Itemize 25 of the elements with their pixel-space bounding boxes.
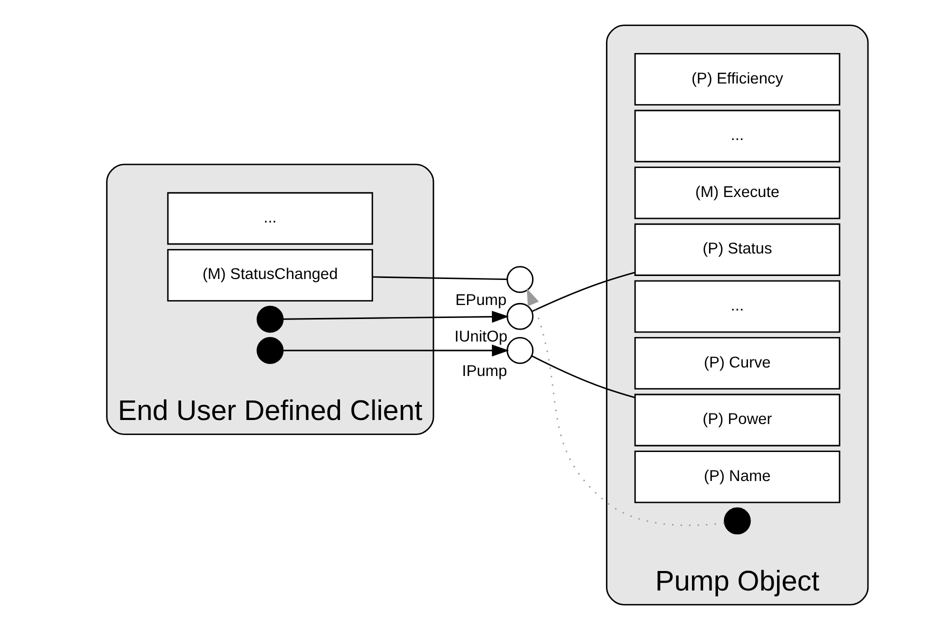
arrow	[283, 310, 509, 323]
connector	[531, 355, 635, 398]
connector	[532, 272, 635, 312]
node-box: (P) Power	[634, 394, 840, 446]
node-box: (P) Name	[634, 450, 840, 504]
node-circle	[506, 302, 534, 330]
connector	[372, 276, 507, 280]
node-dot	[724, 507, 751, 534]
node-box: ...	[167, 192, 374, 245]
node-label: IPump	[462, 362, 508, 380]
node-box: (M) StatusChanged	[167, 248, 374, 302]
node-box: (P) Efficiency	[634, 53, 840, 106]
node-box: ...	[634, 110, 840, 162]
node-box: (M) Execute	[634, 166, 840, 220]
arrow	[283, 344, 509, 356]
node-dot	[256, 337, 284, 364]
node-label: IUnitOp	[454, 328, 508, 346]
node-label: EPump	[455, 292, 507, 309]
node-circle	[506, 266, 534, 293]
arrow	[526, 288, 724, 526]
node-box: (P) Status	[634, 223, 840, 276]
node-box: (P) Curve	[634, 337, 840, 390]
node-circle	[506, 337, 534, 364]
node-box: ...	[634, 280, 840, 333]
node-dot	[256, 306, 284, 333]
